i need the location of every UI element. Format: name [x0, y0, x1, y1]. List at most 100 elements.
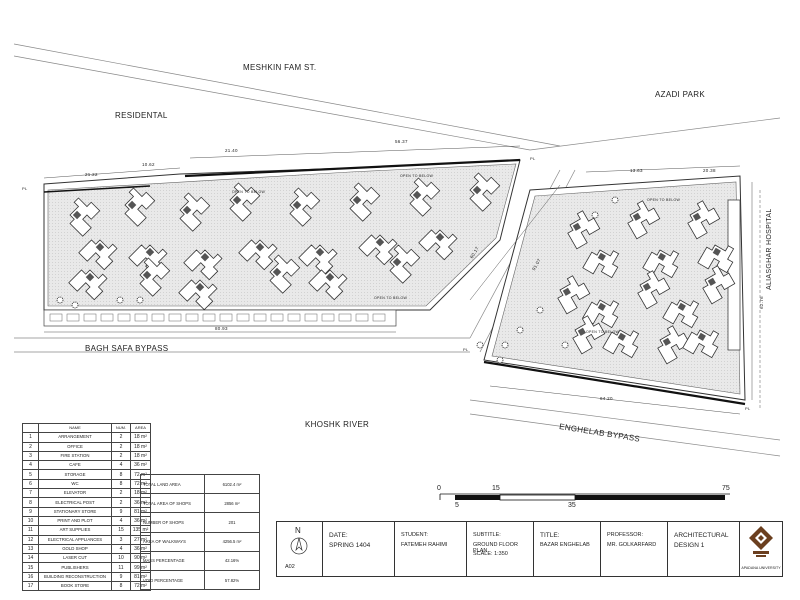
shop-module: [139, 257, 171, 297]
scale-tick-35: 35: [568, 502, 576, 509]
planter: [185, 313, 199, 322]
shop-module: [697, 244, 735, 274]
room-name: STATIONARY STORE: [38, 506, 112, 517]
title-block: N A02 DATE: SPRING 1404 STUDENT: FATEMEH…: [276, 521, 783, 577]
room-number: 14: [22, 553, 39, 564]
room-count: 2: [111, 488, 131, 499]
tree-icon: [501, 341, 509, 349]
summary-value: 4256.5 m²: [204, 531, 260, 552]
room-name: FIRE STATION: [38, 450, 112, 462]
course-line-1: ARCHITECTURAL: [674, 532, 729, 539]
room-number: 2: [22, 441, 39, 452]
planter: [338, 313, 352, 322]
shop-module: [349, 182, 381, 222]
room-name: ARRANGEMENT: [38, 432, 112, 443]
planter: [236, 313, 250, 322]
student-cell: STUDENT: FATEMEH RAHIMI: [395, 522, 467, 576]
room-number: 12: [22, 534, 39, 545]
planter: [83, 313, 97, 322]
shop-module: [469, 172, 501, 212]
course-line-2: DESIGN 1: [674, 542, 705, 549]
shop-module: [657, 325, 691, 365]
dimension-text: 10.62: [142, 162, 155, 167]
shop-module: [358, 234, 398, 266]
planter: [321, 313, 335, 322]
planter: [117, 313, 131, 322]
shop-module: [229, 182, 261, 222]
dimension-text: 64.20: [600, 396, 613, 401]
room-number: 15: [22, 562, 39, 573]
planter: [134, 313, 148, 322]
planter: [100, 313, 114, 322]
header-no: [22, 422, 39, 434]
room-number: 1: [22, 432, 39, 443]
room-number: 6: [22, 478, 39, 490]
shop-module: [69, 197, 101, 237]
header-area: AREA: [130, 422, 151, 434]
room-name: CAFE: [38, 460, 112, 471]
planter: [151, 313, 165, 322]
property-line-tag: PL: [22, 186, 28, 191]
room-count: 9: [111, 506, 131, 517]
tree-icon: [561, 341, 569, 349]
summary-label: AREA OF WALKWAYS: [140, 531, 205, 552]
open-to-below-note: OPEN TO BELOW: [586, 330, 620, 334]
room-count: 8: [111, 478, 131, 490]
summary-value: 57.82%: [204, 569, 260, 591]
room-name: ELECTRICAL APPLIANCES: [38, 534, 112, 545]
title-label: TITLE:: [540, 532, 560, 539]
room-schedule-header: NAME NUM. AREA: [22, 422, 151, 434]
room-name: BOOK STORE: [38, 581, 112, 592]
subtitle-value: GROUND FLOOR PLAN: [473, 542, 518, 554]
summary-value: 2856 m²: [204, 493, 260, 514]
summary-value: 201: [204, 512, 260, 533]
summary-label: TOTAL LAND AREA: [140, 473, 205, 495]
planter: [253, 313, 267, 322]
shop-module: [269, 254, 301, 294]
room-number: 11: [22, 525, 39, 536]
room-name: PUBLISHERS: [38, 562, 112, 573]
university-cell: APADANA UNIVERSITY: [740, 522, 782, 576]
room-count: 2: [111, 450, 131, 462]
dimension-lines: [43, 145, 753, 415]
tree-symbols: [56, 196, 619, 364]
room-count: 3: [111, 534, 131, 545]
room-name: PRINT AND PLOT: [38, 515, 112, 527]
room-count: 8: [111, 469, 131, 480]
planter: [304, 313, 318, 322]
shop-modules: [68, 172, 736, 365]
label-aliasghar-hospital: ALIASGHAR HOSPITAL: [766, 208, 773, 290]
room-count: 2: [111, 441, 131, 452]
label-khoshk-river: KHOSHK RIVER: [305, 420, 370, 429]
dimension-text: 20.38: [703, 168, 716, 173]
dimension-text: 21.40: [225, 148, 238, 153]
planter: [168, 313, 182, 322]
shop-module: [702, 265, 736, 305]
dimension-text: 13.63: [630, 168, 643, 173]
planter: [202, 313, 216, 322]
room-count: 2: [111, 432, 131, 443]
tree-icon: [516, 326, 524, 334]
scale-tick-15: 15: [492, 485, 500, 492]
course-cell: ARCHITECTURAL DESIGN 1: [668, 522, 740, 576]
shop-module: [389, 244, 421, 284]
label-bagh-safa-bypass: BAGH SAFA BYPASS: [85, 344, 169, 353]
shop-module: [298, 244, 338, 276]
shop-module: [557, 275, 591, 315]
room-area: 18 m²: [130, 432, 151, 443]
summary-label: VOID PERCENTAGE: [140, 569, 205, 591]
room-name: GOLD SHOP: [38, 543, 112, 555]
room-number: 3: [22, 450, 39, 462]
room-number: 13: [22, 543, 39, 555]
planter: [270, 313, 284, 322]
room-count: 4: [111, 460, 131, 471]
room-name: OFFICE: [38, 441, 112, 452]
